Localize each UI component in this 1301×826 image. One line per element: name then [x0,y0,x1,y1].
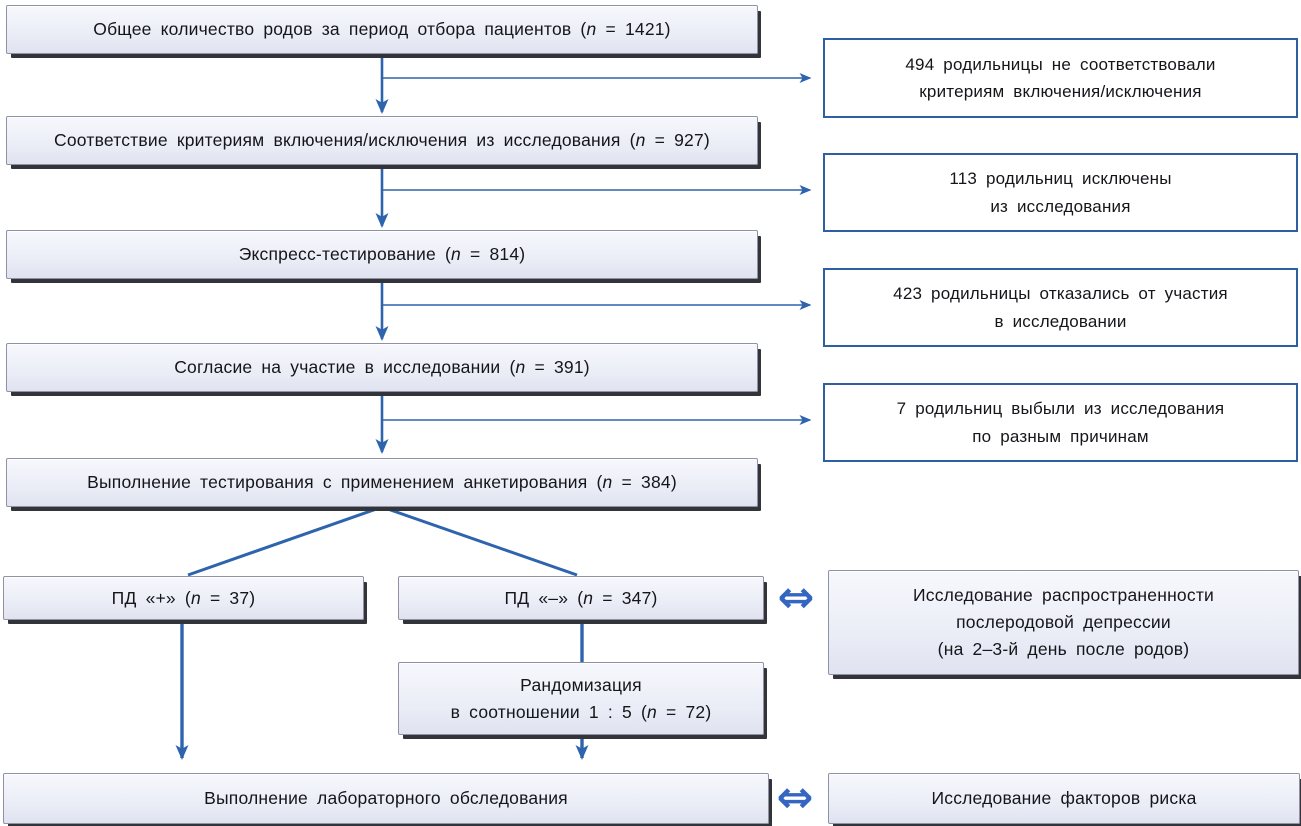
box-questionnaire-testing-n: n [602,472,613,493]
box-criteria-match-pre: Соответствие критериям включения/исключе… [54,130,636,151]
box-total-births-pre: Общее количество родов за период отбора … [93,19,587,40]
box-randomization-line2: в соотношении 1 : 5 (n = 72) [443,699,720,725]
box-consent: Согласие на участие в исследовании (n = … [6,343,758,392]
box-total-births-label: Общее количество родов за период отбора … [85,16,678,42]
box-express-testing-post: = 814) [460,244,526,265]
box-express-testing-n: n [451,244,461,265]
sidebox-excluded: 113 родильниц исключены из исследования [823,153,1298,232]
box-total-births: Общее количество родов за период отбора … [6,5,758,54]
box-prevalence-study: Исследование распространенности послерод… [828,570,1299,675]
box-pd-negative-n: n [583,587,594,608]
box-express-testing-pre: Экспресс-тестирование ( [238,244,451,265]
box-questionnaire-testing-label: Выполнение тестирования с применением ан… [79,469,685,495]
box-pd-positive: ПД «+» (n = 37) [3,576,364,620]
box-questionnaire-testing-post: = 384) [612,472,677,493]
sidebox-excluded-line1: 113 родильниц исключены [949,169,1172,189]
box-total-births-n: n [586,19,597,40]
box-prevalence-study-line2: послеродовой депрессии [956,611,1171,632]
box-randomization: Рандомизация в соотношении 1 : 5 (n = 72… [398,662,764,735]
box-risk-factors-study: Исследование факторов риска [828,773,1300,824]
sidebox-dropout-line1: 7 родильниц выбыли из исследования [896,399,1225,419]
split-to-pd-plus [187,505,383,577]
box-express-testing-label: Экспресс-тестирование (n = 814) [231,241,534,267]
box-consent-n: n [515,357,526,378]
box-consent-post: = 391) [525,357,590,378]
box-criteria-match-label: Соответствие критериям включения/исключе… [46,127,718,153]
box-questionnaire-testing: Выполнение тестирования с применением ан… [6,458,758,507]
box-pd-positive-pre: ПД «+» ( [111,587,191,608]
box-pd-negative-post: = 347) [593,587,658,608]
box-risk-factors-study-label: Исследование факторов риска [931,788,1197,809]
sidebox-not-matching-criteria: 494 родильницы не соответствовали критер… [823,38,1298,118]
box-pd-positive-n: n [190,587,201,608]
sidebox-refused: 423 родильницы отказались от участия в и… [823,268,1298,347]
box-pd-positive-label: ПД «+» (n = 37) [104,585,264,611]
box-criteria-match-n: n [635,130,646,151]
box-randomization-line1: Рандомизация [520,675,642,696]
box-pd-negative-pre: ПД «–» ( [504,587,584,608]
double-arrow-icon: ⇔ [777,571,815,623]
sidebox-excluded-line2: из исследования [990,196,1131,216]
box-randomization-pre: в соотношении 1 : 5 ( [450,701,647,722]
box-pd-positive-post: = 37) [200,587,256,608]
box-lab-examination: Выполнение лабораторного обследования [3,773,769,824]
box-questionnaire-testing-pre: Выполнение тестирования с применением ан… [87,472,603,493]
box-criteria-match: Соответствие критериям включения/исключе… [6,116,758,165]
sidebox-dropout: 7 родильниц выбыли из исследования по ра… [823,383,1298,462]
box-prevalence-study-line3: (на 2–3-й день после родов) [937,639,1190,660]
sidebox-not-matching-criteria-line1: 494 родильницы не соответствовали [905,54,1216,74]
sidebox-dropout-line2: по разным причинам [972,426,1149,446]
double-arrow-icon: ⇔ [776,772,814,823]
sidebox-not-matching-criteria-line2: критериям включения/исключения [919,82,1202,101]
box-randomization-post: = 72) [656,701,712,722]
sidebox-refused-line2: в исследовании [994,311,1127,331]
box-criteria-match-post: = 927) [645,130,710,151]
box-express-testing: Экспресс-тестирование (n = 814) [6,230,758,279]
box-randomization-n: n [647,701,657,722]
box-consent-label: Согласие на участие в исследовании (n = … [166,354,598,380]
box-total-births-post: = 1421) [596,19,671,40]
box-prevalence-study-line1: Исследование распространенности [912,584,1215,605]
box-lab-examination-label: Выполнение лабораторного обследования [204,788,568,809]
split-to-pd-minus [381,505,578,577]
box-pd-negative-label: ПД «–» (n = 347) [496,585,665,611]
box-pd-negative: ПД «–» (n = 347) [398,576,764,620]
sidebox-refused-line1: 423 родильницы отказались от участия [893,284,1228,304]
box-consent-pre: Согласие на участие в исследовании ( [174,357,516,378]
